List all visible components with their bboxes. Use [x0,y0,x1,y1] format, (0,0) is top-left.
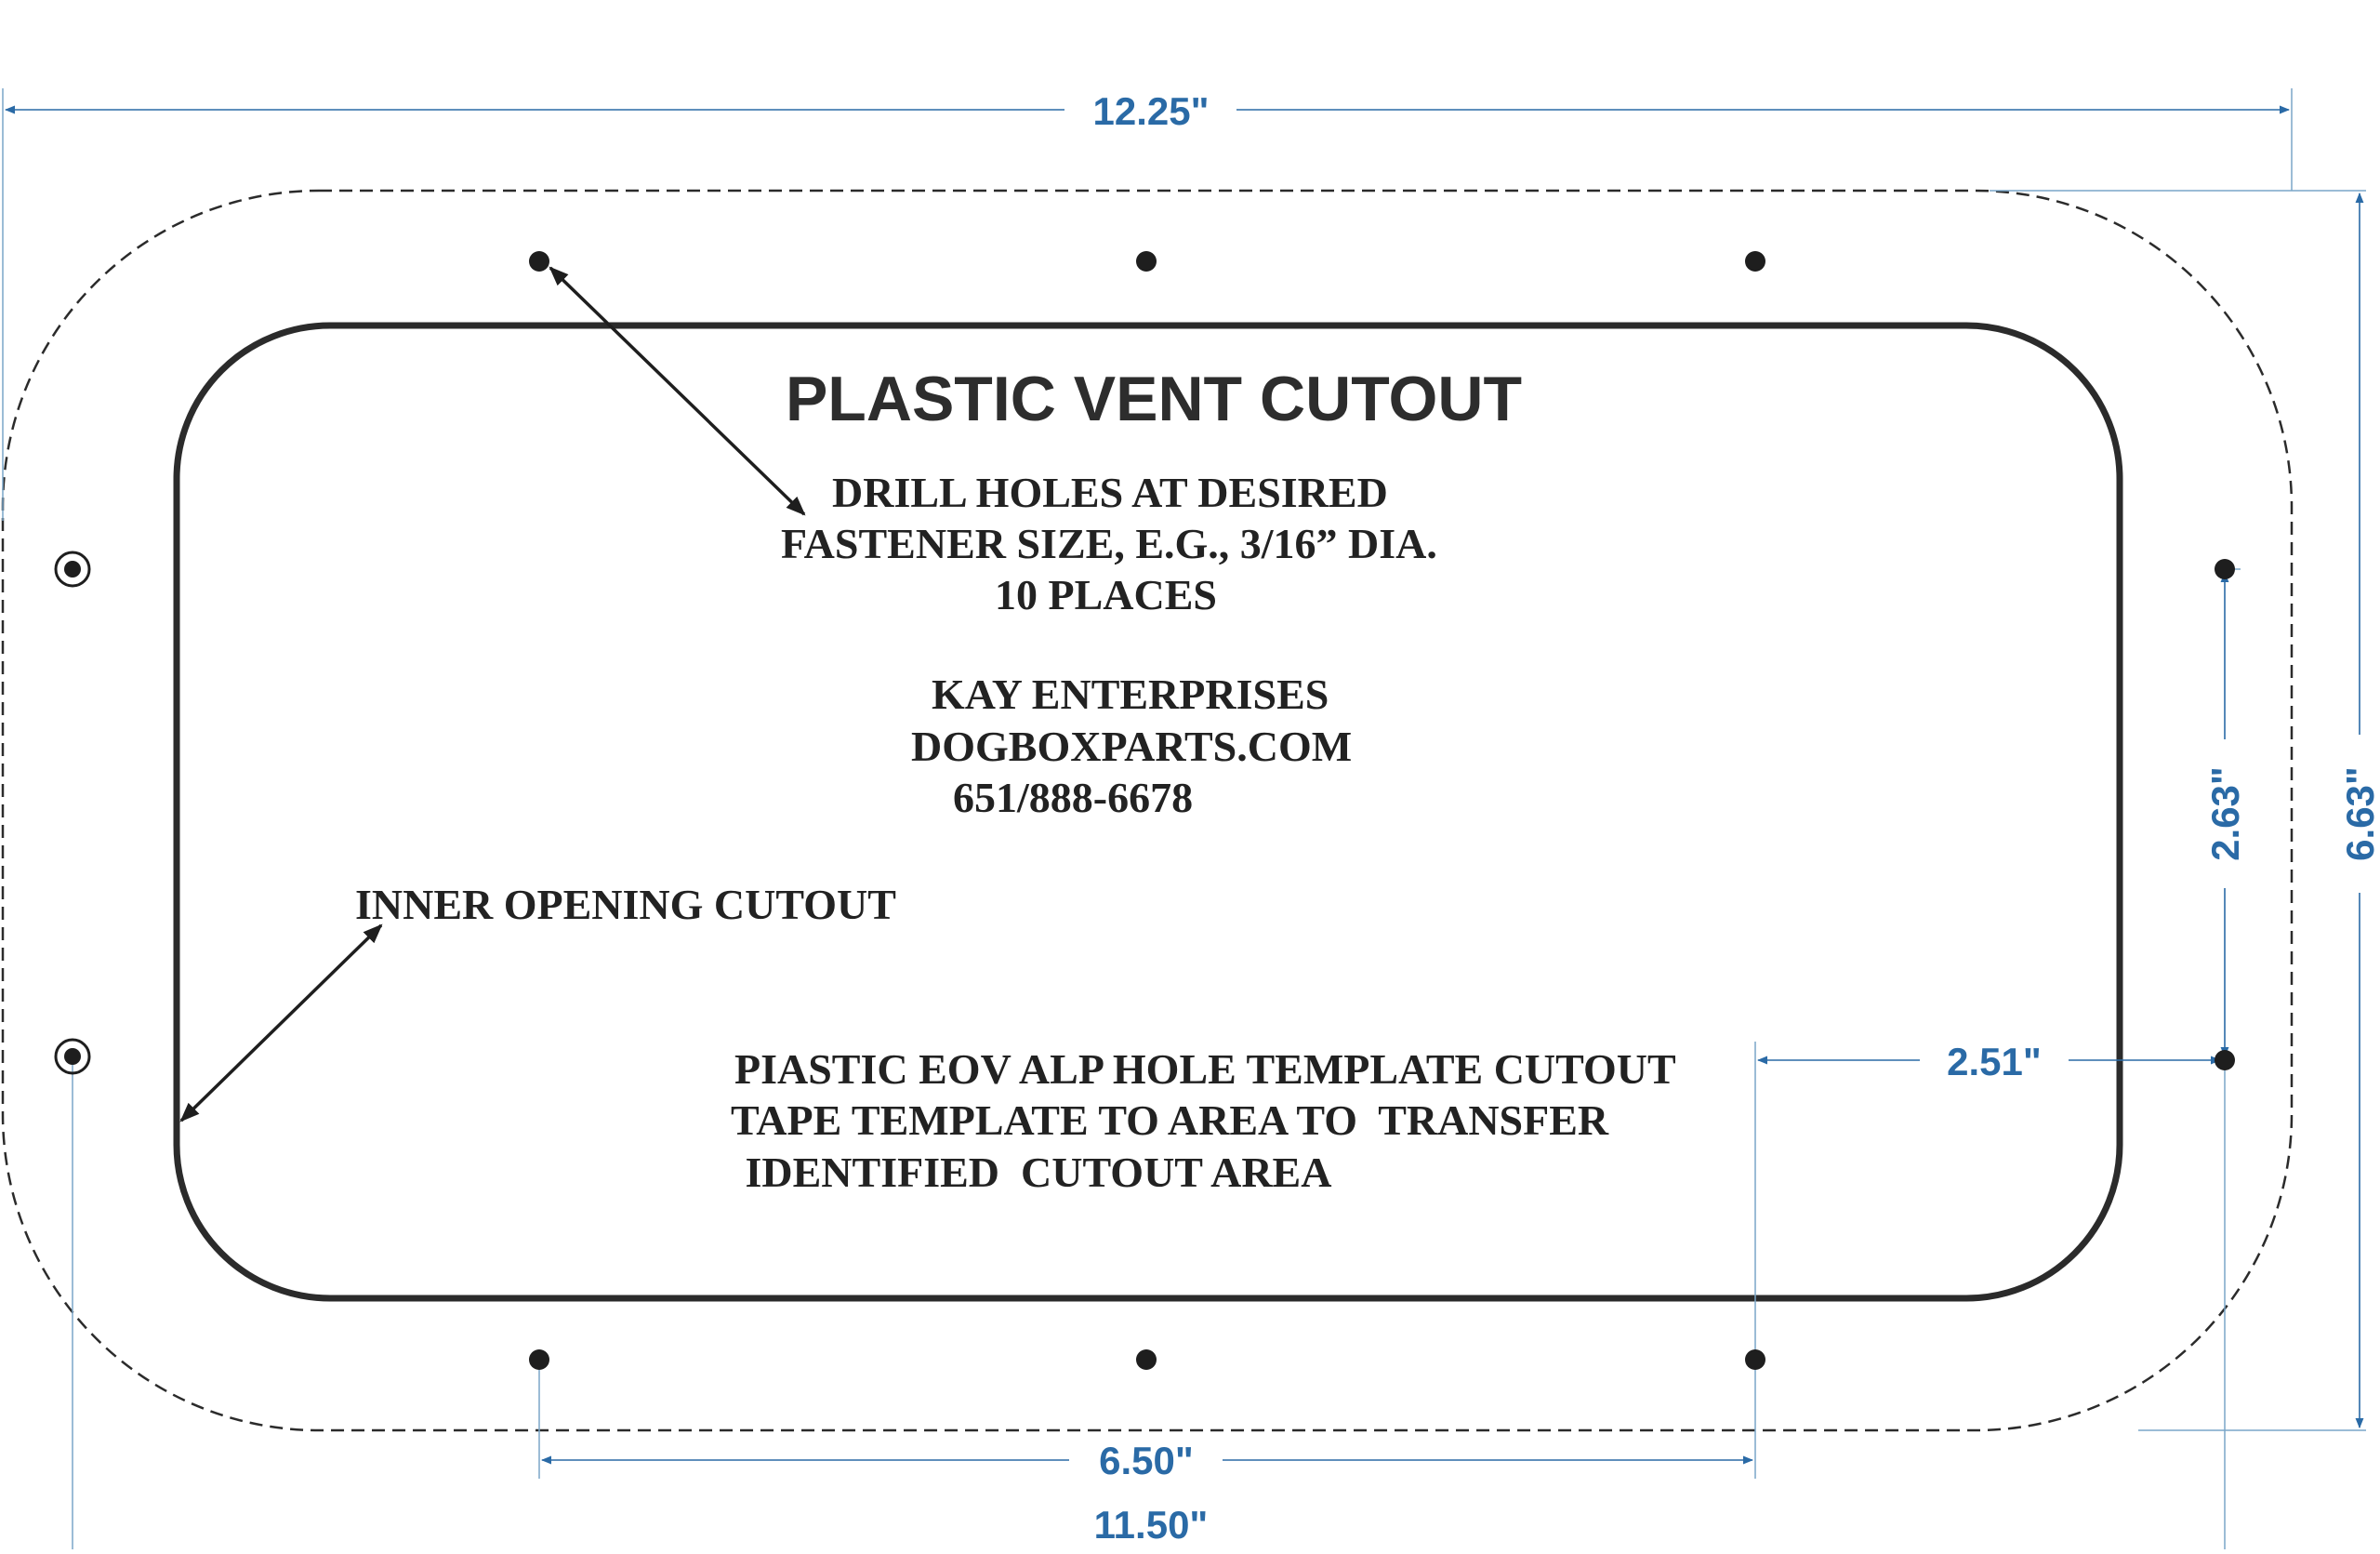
hole-offset-label: 2.51" [1947,1040,2042,1083]
hole-left-upper [54,551,91,588]
company-info: KAY ENTERPRISES DOGBOXPARTS.COM 651/888-… [911,671,1352,821]
hole-bottom-right [1745,1349,1765,1370]
hole-top-left [529,251,549,272]
hole-bottom-left [529,1349,549,1370]
company-phone: 651/888-6678 [953,774,1193,821]
hole-bottom-center [1136,1349,1157,1370]
inner-opening-leader [179,923,383,1122]
side-spacing-label: 2.63" [2203,766,2247,861]
company-website: DOGBOXPARTS.COM [911,723,1352,770]
page-title: PLASTIC VENT CUTOUT [786,364,1522,434]
drill-holes-leader [549,266,806,516]
inner-opening-label: INNER OPENING CUTOUT [355,881,896,928]
hole-right-lower [2215,1050,2235,1070]
template-note-line: PIASTIC EOV ALP HOLE TEMPLATE CUTOUT [734,1045,1676,1093]
template-note: PIASTIC EOV ALP HOLE TEMPLATE CUTOUT TAP… [731,1045,1676,1196]
company-name: KAY ENTERPRISES [932,671,1329,718]
hole-top-right [1745,251,1765,272]
extension-lines [2,88,2366,1554]
hole-top-center [1136,251,1157,272]
side-width-label: 11.50" [1094,1503,1209,1547]
hole-right-upper [2215,559,2235,579]
drill-note-line: 10 PLACES [995,571,1217,618]
drill-note-line: FASTENER SIZE, E.G., 3/16” DIA. [781,520,1437,567]
dimension-labels: 12.25" 6.63" 2.63" 2.51" 6.50" 11.50" [1092,89,2380,1547]
top-spacing-label: 6.50" [1099,1439,1194,1482]
leader-arrows [179,266,806,1122]
outer-cut-boundary [1,189,2294,1432]
drill-note: DRILL HOLES AT DESIRED FASTENER SIZE, E.… [781,469,1437,618]
overall-height-label: 6.63" [2338,766,2380,861]
fastener-holes [54,251,2235,1370]
drill-note-line: DRILL HOLES AT DESIRED [832,469,1388,516]
template-note-line: TAPE TEMPLATE TO AREA TO TRANSFER [731,1096,1609,1144]
dimension-lines [4,105,2364,1465]
inner-opening-outline [173,322,2123,1302]
hole-left-lower [54,1038,91,1075]
template-note-line: IDENTIFIED CUTOUT AREA [734,1149,1331,1196]
overall-width-label: 12.25" [1092,89,1209,133]
